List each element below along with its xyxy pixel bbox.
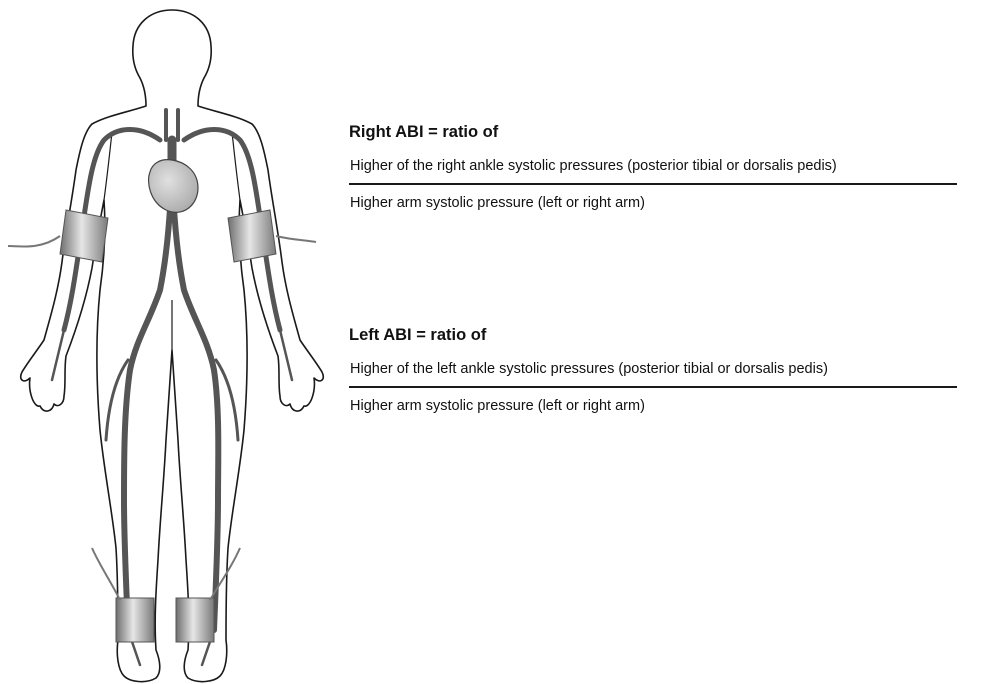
- right-abi-title: Right ABI = ratio of: [349, 122, 957, 142]
- right-arm-cuff: [8, 210, 108, 262]
- right-abi-formula: Right ABI = ratio of Higher of the right…: [349, 122, 957, 212]
- right-abi-numerator: Higher of the right ankle systolic press…: [349, 157, 957, 185]
- left-abi-denominator: Higher arm systolic pressure (left or ri…: [349, 388, 957, 415]
- left-abi-numerator: Higher of the left ankle systolic pressu…: [349, 360, 957, 388]
- right-abi-denominator: Higher arm systolic pressure (left or ri…: [349, 185, 957, 212]
- left-abi-formula: Left ABI = ratio of Higher of the left a…: [349, 325, 957, 415]
- left-abi-title: Left ABI = ratio of: [349, 325, 957, 345]
- body-illustration: [0, 0, 330, 684]
